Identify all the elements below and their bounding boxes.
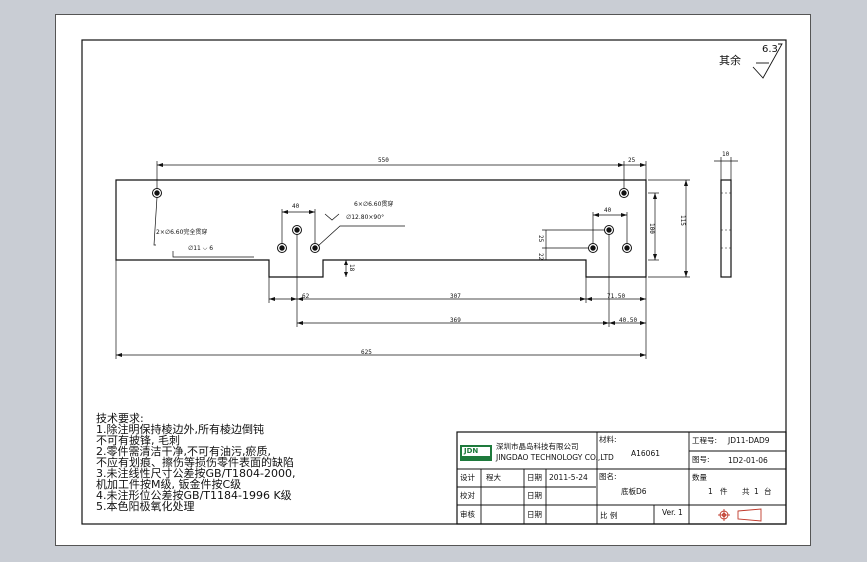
logo-text: JDN [464,447,479,455]
note-line: 不应有划痕、擦伤等损伤零件表面的缺陷 [96,456,294,469]
callout-hole-b-line1: 6×∅6.60贯穿 [354,201,394,208]
roughness-label: 其余 [719,54,741,67]
roughness-symbol [752,43,783,79]
approve-label: 审核 [460,510,475,519]
note-line: 2.零件需清洁干净,不可有油污,瘀质, [96,445,271,458]
dim-notch-depth: 18 [348,264,355,272]
sets-unit: 台 [764,487,772,496]
project-no-value: JD11-DAD9 [728,436,770,445]
part-name-label: 图名: [599,472,617,481]
note-line: 不可有披锋, 毛刺 [96,434,180,447]
dim-bottom-307: 307 [450,293,461,300]
dim-bottom-71-50: 71.50 [607,293,626,300]
plate-outline [115,179,647,278]
roughness-value: 6.3 [762,44,778,55]
scale-label: 比 例 [600,511,618,520]
callout-hole-b-line2: ∅12.80×90° [346,214,385,221]
dim-height-inner: 100 [648,223,655,234]
dim-height-total: 115 [679,215,686,226]
dim-overall-625: 625 [361,349,372,356]
dimension-lines [115,161,690,359]
dim-overall-top: 550 [378,157,389,164]
drawing-no-value: 1D2-01-06 [728,456,768,465]
qty-unit: 件 [720,487,728,496]
projection-symbol [718,508,762,522]
dim-hole-group-left: 40 [292,203,300,210]
design-label: 设计 [460,473,475,482]
design-name: 程大 [486,473,501,482]
dim-bottom-62: 62 [302,293,310,300]
callout-hole-a-line1: 2×∅6.60完全贯穿 [156,229,208,236]
drawing-sheet: 其余 6.3 550 25 10 40 40 100 115 25 22 18 … [55,14,811,546]
part-name-value: 底板D6 [621,487,647,496]
inner-frame [81,39,787,525]
dim-hole-group-right: 40 [604,207,612,214]
side-view [714,157,738,278]
note-line: 5.本色阳极氧化处理 [96,500,195,513]
project-no-label: 工程号: [692,436,718,445]
dim-bottom-369: 369 [450,317,461,324]
dim-right-top: 25 [628,157,636,164]
sets-value: 1 [754,487,759,496]
material-label: 材料: [599,435,617,444]
date-label-2: 日期 [527,491,542,500]
date-label: 日期 [527,473,542,482]
dimension-arrows [116,163,688,357]
dim-bottom-40-50: 40.50 [619,317,638,324]
note-line: 3.未注线性尺寸公差按GB/T1804-2000, [96,467,296,480]
holes [152,188,632,253]
company-name-cn: 深圳市晶岛科技有限公司 [496,442,579,451]
sets-label: 共 [742,487,750,496]
drawing-no-label: 图号: [692,455,710,464]
material-value: A16061 [631,449,660,458]
dim-vert-22: 22 [537,253,544,261]
dim-side-thickness: 10 [722,151,730,158]
version-label: Ver. [662,508,676,517]
note-title: 技术要求: [96,412,144,425]
drawing-lines [81,39,787,525]
company-logo [460,445,492,461]
version-value: 1 [678,508,683,517]
check-label: 校对 [460,491,475,500]
qty-value: 1 [708,487,713,496]
note-line: 4.未注形位公差按GB/T1184-1996 K级 [96,489,292,502]
design-date: 2011-5-24 [549,473,588,482]
title-block-lines [456,431,787,525]
note-line: 机加工件按M级, 钣金件按C级 [96,478,242,491]
company-name-en: JINGDAO TECHNOLOGY CO.,LTD [496,453,614,462]
dim-vert-25: 25 [537,235,544,243]
qty-label: 数量 [692,473,707,482]
leader-lines [153,196,405,258]
date-label-3: 日期 [527,510,542,519]
callout-hole-a-line2: ∅11 ⌵ 6 [188,245,214,252]
note-line: 1.除注明保持棱边外,所有棱边倒钝 [96,423,264,436]
